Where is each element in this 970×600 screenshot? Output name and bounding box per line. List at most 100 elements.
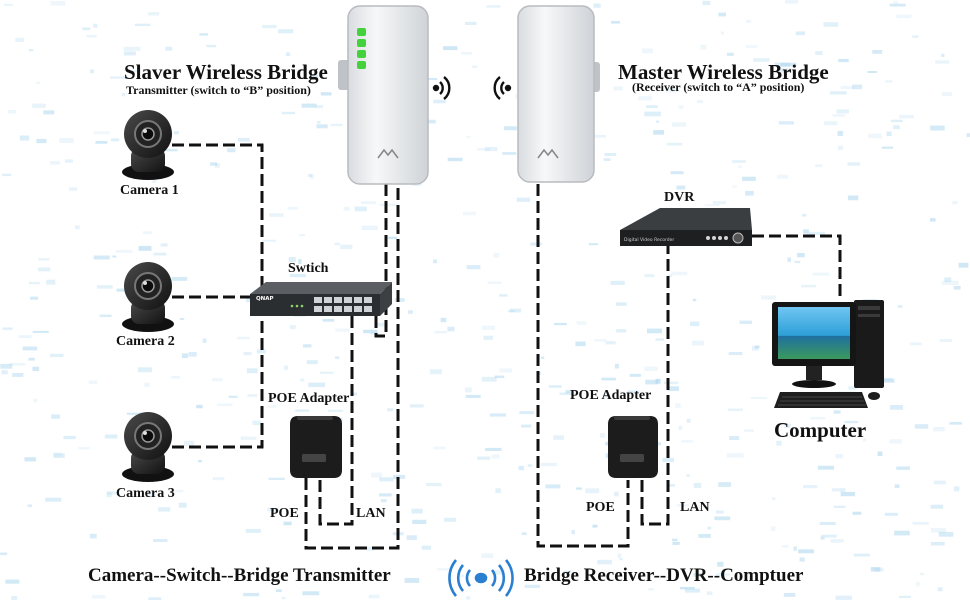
background-dash [644,111,661,117]
background-dash [896,466,910,470]
background-dash [644,366,658,371]
background-dash [310,174,314,179]
background-dash [812,272,830,276]
background-dash [49,161,60,165]
background-dash [815,164,823,167]
background-dash [576,487,582,490]
background-dash [24,457,36,462]
background-dash [920,572,924,576]
background-dash [783,593,796,597]
background-dash [5,579,20,584]
background-dash [4,3,13,6]
background-dash [28,49,34,52]
background-dash [33,398,38,403]
background-dash [502,152,517,155]
background-dash [798,549,814,554]
background-dash [214,163,220,168]
background-dash [89,533,97,539]
background-dash [379,493,392,497]
background-dash [174,131,179,135]
background-dash [879,377,893,382]
background-dash [614,491,619,497]
background-dash [930,542,945,546]
background-dash [706,591,713,595]
background-dash [447,157,463,162]
background-dash [404,578,420,583]
camera-2 [122,262,174,332]
background-dash [286,52,291,57]
background-dash [174,489,184,493]
background-dash [738,165,742,168]
background-dash [393,474,406,479]
master-bridge [517,5,600,183]
background-dash [667,386,679,391]
background-dash [746,20,751,23]
background-dash [1,370,8,375]
master-bridge-subtitle: (Receiver (switch to “A” position) [632,80,805,94]
background-dash [803,229,809,234]
background-dash [830,539,844,543]
background-dash [839,488,846,492]
background-dash [897,305,903,308]
background-dash [601,377,616,381]
background-dash [702,0,711,6]
background-dash [847,195,859,201]
background-dash [793,546,797,551]
background-dash [131,70,141,73]
background-dash [88,380,98,384]
background-dash [729,436,740,440]
background-dash [916,581,920,587]
background-dash [732,185,737,188]
background-dash [890,119,903,123]
background-dash [619,558,623,561]
background-dash [840,491,856,497]
background-dash [320,371,334,374]
background-dash [831,488,840,492]
background-dash [720,31,724,35]
background-dash [507,310,515,313]
background-dash [137,367,152,373]
camera-1-label: Camera 1 [120,183,179,198]
camera-1 [122,110,174,180]
background-dash [477,456,491,460]
background-dash [704,204,720,207]
background-dash [655,378,661,384]
background-dash [178,502,187,508]
background-dash [343,206,350,211]
background-dash [616,302,627,306]
background-dash [692,298,697,302]
wire-bridge-poe [536,184,630,548]
background-dash [93,255,110,260]
background-dash [614,363,619,369]
background-dash [941,280,959,285]
background-dash [2,327,13,330]
background-dash [671,271,688,276]
background-dash [12,373,24,377]
background-dash [447,326,455,332]
background-dash [361,225,378,230]
background-dash [289,325,296,330]
background-dash [50,353,64,358]
background-dash [937,587,943,592]
wire-switch-poe-lan [318,316,354,526]
background-dash [914,424,929,429]
camera-2-label: Camera 2 [116,334,175,349]
background-dash [198,460,203,463]
background-dash [848,386,857,390]
background-dash [669,484,675,487]
background-dash [785,0,799,4]
background-dash [545,484,561,489]
background-dash [953,486,960,492]
background-dash [115,249,133,253]
background-dash [890,405,904,410]
background-dash [363,329,378,334]
background-dash [774,62,791,67]
background-dash [18,335,32,338]
background-dash [696,100,703,103]
background-dash [153,252,167,256]
background-dash [853,553,870,557]
background-dash [714,516,731,521]
right-poe-adapter-label: POE Adapter [570,388,652,403]
background-dash [138,245,152,251]
background-dash [494,375,505,379]
